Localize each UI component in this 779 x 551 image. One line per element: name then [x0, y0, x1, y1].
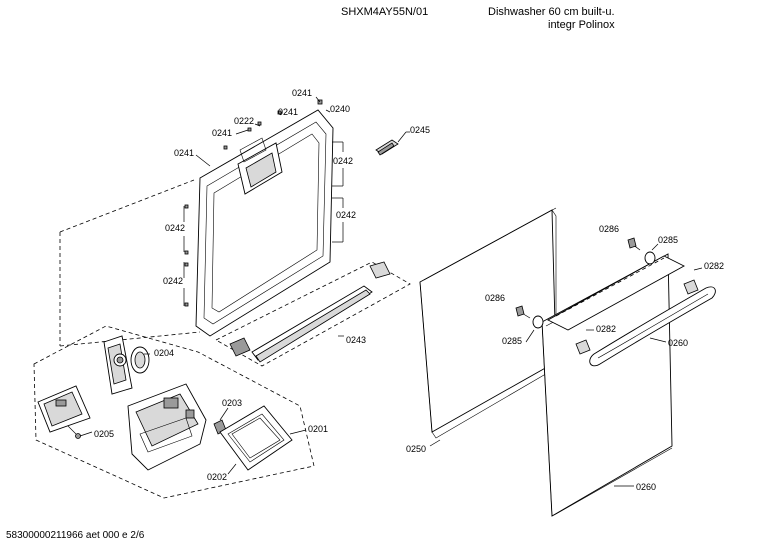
label-0242-l2: 0242 — [163, 276, 183, 286]
label-0205: 0205 — [94, 429, 114, 439]
description-line-2: integr Polinox — [548, 19, 615, 31]
construction-lines — [59, 179, 201, 347]
label-0282-a: 0282 — [704, 261, 724, 271]
label-0222: 0222 — [234, 116, 254, 126]
label-0203: 0203 — [222, 398, 242, 408]
model-number: SHXM4AY55N/01 — [341, 6, 429, 18]
label-0286-b: 0286 — [485, 293, 505, 303]
callout-labels: 0241 0241 0222 0241 0240 0241 0245 0242 … — [79, 88, 724, 492]
door-handle — [589, 286, 716, 367]
label-0201: 0201 — [308, 424, 328, 434]
part-0245-clip — [375, 131, 410, 156]
label-0242-l1: 0242 — [165, 223, 185, 233]
screws-and-washers — [515, 237, 656, 329]
label-0204: 0204 — [154, 348, 174, 358]
description-line-1: Dishwasher 60 cm built-u. — [488, 6, 615, 18]
label-0241-top: 0241 — [292, 88, 312, 98]
label-0285-a: 0285 — [658, 235, 678, 245]
right-fixing-markers — [332, 141, 344, 243]
lower-component-group — [33, 325, 315, 499]
left-fixing-markers — [183, 204, 189, 307]
label-0286-a: 0286 — [599, 224, 619, 234]
label-0245: 0245 — [410, 125, 430, 135]
label-0202: 0202 — [207, 472, 227, 482]
document-id: 58300000211966 aet 000 e 2/6 — [6, 530, 145, 541]
handle-end-caps-0282 — [575, 279, 699, 355]
label-0282-b: 0282 — [596, 324, 616, 334]
inner-door-panel — [195, 99, 334, 337]
bottom-seal-strip-0243 — [215, 261, 411, 367]
label-0250: 0250 — [406, 444, 426, 454]
label-0243: 0243 — [346, 335, 366, 345]
label-0285-b: 0285 — [502, 336, 522, 346]
label-0260-a: 0260 — [668, 338, 688, 348]
label-0241-c: 0241 — [212, 128, 232, 138]
label-0240: 0240 — [330, 104, 350, 114]
label-0242-r2: 0242 — [336, 210, 356, 220]
front-door-panel-0260 — [541, 253, 685, 517]
label-0241-left: 0241 — [174, 148, 194, 158]
label-0242-r1: 0242 — [333, 156, 353, 166]
label-0241-b: 0241 — [278, 107, 298, 117]
label-0260-b: 0260 — [636, 482, 656, 492]
